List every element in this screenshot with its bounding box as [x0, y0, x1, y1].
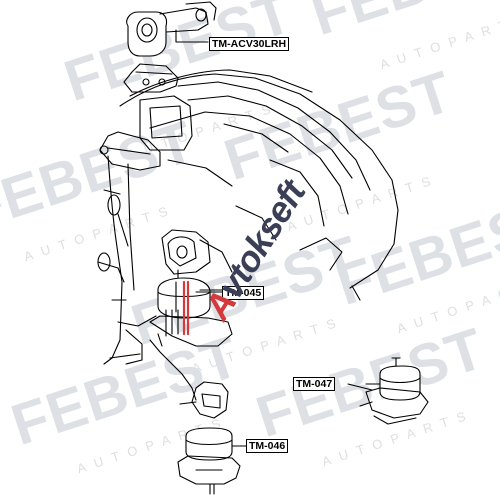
- label-tm-045: TM-045: [222, 286, 265, 300]
- engine-block-outline: [97, 69, 399, 401]
- leader-tm047: [347, 383, 373, 391]
- label-tm-047: TM-047: [293, 377, 336, 391]
- label-tm-046: TM-046: [246, 439, 289, 453]
- label-tm-acv30lrh: TM-ACV30LRH: [209, 37, 290, 51]
- mount-tm047-drawing: [359, 357, 429, 425]
- mount-acv30lrh-drawing: [123, 1, 217, 93]
- mount-tm046-drawing: [177, 381, 249, 495]
- red-leader-stripes: [182, 280, 190, 336]
- transmission-bracket-drawing: [99, 95, 193, 171]
